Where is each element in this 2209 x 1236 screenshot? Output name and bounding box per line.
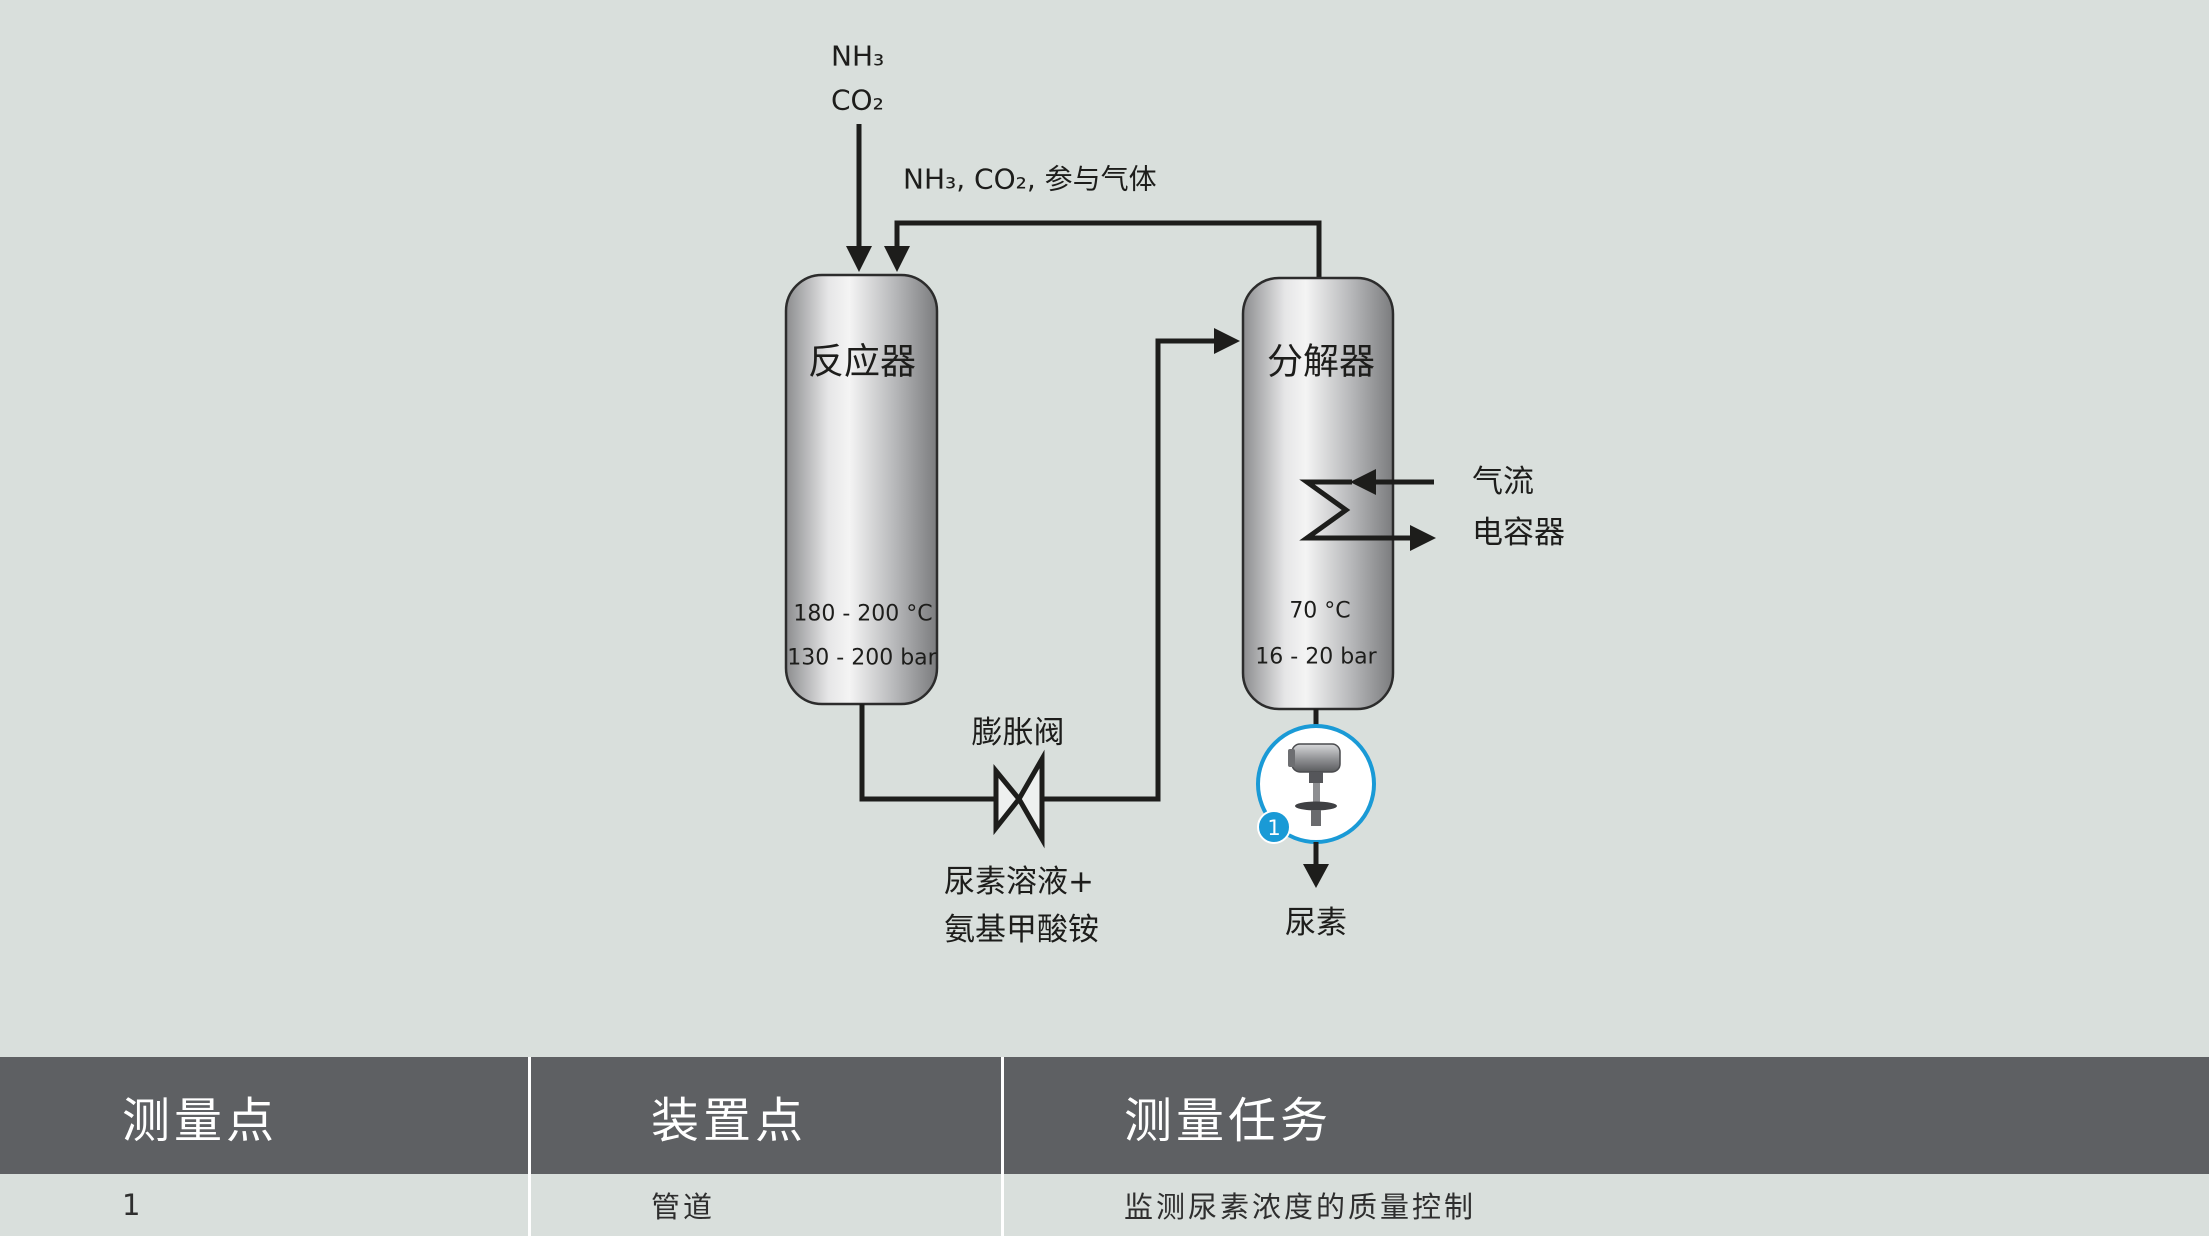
level-sensor-icon	[1288, 743, 1341, 826]
decomposer-feed-arrowhead	[1214, 328, 1240, 354]
sensor-flange	[1295, 801, 1337, 811]
row-installation-point: 管道	[531, 1174, 1004, 1236]
process-diagram: NH₃ CO₂ NH₃, CO₂, 参与气体 反应器 180 - 200 °C …	[784, 40, 1565, 948]
feed-label-co2: CO₂	[831, 84, 884, 117]
expansion-valve-icon	[993, 749, 1045, 849]
decomposer-label: 分解器	[1267, 342, 1375, 383]
product-label: 尿素	[1285, 905, 1347, 941]
valve-label: 膨胀阀	[972, 715, 1065, 751]
reactor-label: 反应器	[808, 342, 916, 383]
reactor-vessel	[784, 273, 939, 706]
row-measuring-point: 1	[0, 1174, 531, 1236]
sensor-cap	[1288, 749, 1295, 767]
row-measuring-task: 监测尿素浓度的质量控制	[1124, 1190, 1477, 1224]
condenser-label: 电容器	[1472, 515, 1565, 551]
feed-label-nh3: NH₃	[831, 40, 884, 73]
valve-left-wedge	[993, 764, 1023, 836]
table-row: 1 管道 监测尿素浓度的质量控制	[0, 1174, 2209, 1236]
valve-right-wedge	[1016, 749, 1045, 849]
header-installation-point: 装置点	[531, 1057, 1004, 1174]
feed-arrowhead	[846, 246, 872, 272]
reactor-pressure: 130 - 200 bar	[787, 646, 937, 671]
sensor-head	[1291, 743, 1341, 773]
measurement-point-badge	[1257, 810, 1291, 844]
recycle-line	[894, 220, 1322, 280]
product-arrowhead	[1303, 864, 1329, 888]
valve-stream-label-2: 氨基甲酸铵	[944, 912, 1099, 948]
steam-label: 气流	[1472, 464, 1534, 500]
reactor-outlet-line	[859, 704, 996, 802]
sensor-probe	[1311, 810, 1321, 826]
measurement-table: 测量点 装置点 测量任务 1 管道 监测尿素浓度的质量控制	[0, 1057, 2209, 1236]
recycle-arrowhead	[884, 246, 910, 272]
decomposer-temperature: 70 °C	[1289, 599, 1350, 624]
condensate-outlet-arrowhead	[1410, 525, 1436, 551]
heat-exchanger-coil	[1299, 479, 1412, 541]
decomposer-pressure: 16 - 20 bar	[1255, 645, 1377, 670]
header-measuring-point: 测量点	[0, 1057, 531, 1174]
recycle-label: NH₃, CO₂, 参与气体	[903, 163, 1157, 196]
decomposer-feed-line	[1042, 338, 1218, 802]
sensor-neck	[1309, 772, 1323, 783]
valve-stream-label-1: 尿素溶液+	[944, 864, 1094, 900]
header-measuring-task: 测量任务	[1124, 1092, 1333, 1149]
steam-inlet-arrowhead	[1350, 469, 1376, 495]
table-header: 测量点 装置点 测量任务	[0, 1057, 2209, 1174]
measurement-point-number: 1	[1267, 816, 1280, 840]
reactor-temperature: 180 - 200 °C	[793, 602, 932, 627]
sensor-rod	[1313, 783, 1320, 805]
